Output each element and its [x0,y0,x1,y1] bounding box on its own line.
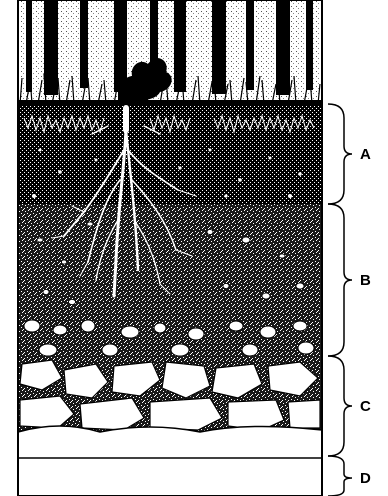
horizon-braces [328,104,352,496]
horizon-b-subsoil [18,204,322,356]
horizon-d-bedrock [18,426,322,496]
horizon-c-rocks [18,356,322,432]
brace-b [328,204,352,356]
brace-d [328,456,352,496]
horizon-label-b: B [360,272,371,289]
horizon-label-c: C [360,398,371,415]
brace-c [328,356,352,456]
horizon-label-a: A [360,146,371,163]
forest-surface [18,0,322,106]
horizon-a-topsoil [18,106,322,204]
horizon-label-d: D [360,470,371,487]
horizon-labels: A B C D [360,146,371,487]
brace-a [328,104,352,204]
